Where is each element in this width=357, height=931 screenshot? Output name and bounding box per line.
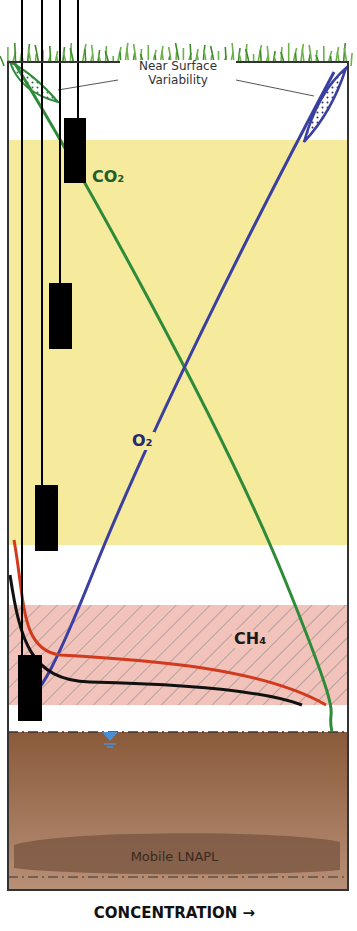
water-table-symbol — [107, 746, 113, 748]
grass-blade — [0, 56, 4, 66]
o2-profile — [30, 72, 334, 705]
water-table-line — [8, 731, 348, 733]
probe-sensor — [49, 283, 72, 349]
probe-tube — [77, 0, 79, 130]
zone-label: Mobile LNAPL — [0, 850, 353, 865]
probe-tube — [21, 0, 23, 690]
hydrocarbon-profile — [10, 575, 302, 705]
gas-label: CO₂ — [90, 168, 126, 186]
callout-label: Near Surface Variability — [120, 60, 236, 88]
probe-tube — [59, 0, 61, 300]
lnapl-base-line — [8, 876, 348, 877]
probe-sensor — [35, 485, 58, 551]
axis-label: CONCENTRATION → — [0, 905, 353, 922]
gas-label: CH₄ — [232, 630, 268, 648]
leader-line — [236, 80, 314, 96]
water-table-symbol — [104, 743, 116, 745]
probe-sensor — [18, 655, 42, 721]
leader-line — [58, 80, 118, 90]
variability-lens — [304, 68, 346, 142]
grass-blade — [351, 53, 352, 66]
column-frame — [8, 62, 348, 890]
water-table-symbol — [102, 732, 118, 741]
probe-tube — [41, 0, 43, 500]
probe-sensor — [64, 118, 86, 183]
gas-label: O₂ — [130, 432, 155, 450]
co2-profile — [14, 62, 332, 732]
saturated-soil — [8, 732, 348, 890]
ch4-profile — [14, 540, 326, 705]
